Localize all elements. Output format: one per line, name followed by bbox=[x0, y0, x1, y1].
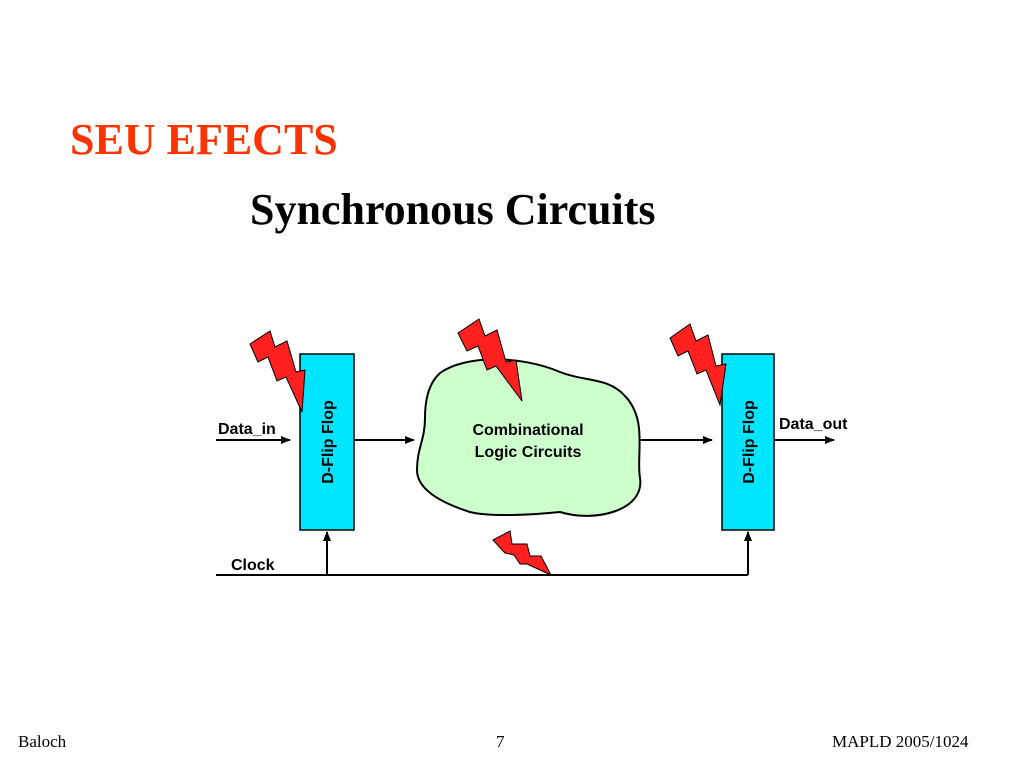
slide-subtitle: Synchronous Circuits bbox=[250, 185, 656, 234]
data-out-label: Data_out bbox=[779, 416, 848, 433]
lightning-bolt-icon bbox=[669, 323, 727, 407]
footer-page-number: 7 bbox=[496, 732, 505, 751]
flip-flop-left-label: D-Flip Flop bbox=[320, 400, 337, 484]
lightning-bolt-icon bbox=[457, 318, 523, 402]
flip-flop-right bbox=[721, 353, 775, 531]
lightning-bolt-icon bbox=[492, 530, 553, 577]
flip-flop-left bbox=[299, 353, 355, 531]
footer-author: Baloch bbox=[18, 732, 67, 751]
slide-title: SEU EFECTS bbox=[70, 115, 338, 164]
combinational-logic-cloud bbox=[415, 358, 642, 517]
lightning-bolt-icon bbox=[249, 330, 306, 413]
logic-label-line2: Logic Circuits bbox=[475, 444, 582, 461]
clock-label: Clock bbox=[231, 557, 275, 574]
data-in-label: Data_in bbox=[218, 421, 276, 438]
logic-label-line1: Combinational bbox=[472, 422, 583, 439]
footer-conference: MAPLD 2005/1024 bbox=[832, 732, 969, 751]
flip-flop-right-label: D-Flip Flop bbox=[741, 400, 758, 484]
